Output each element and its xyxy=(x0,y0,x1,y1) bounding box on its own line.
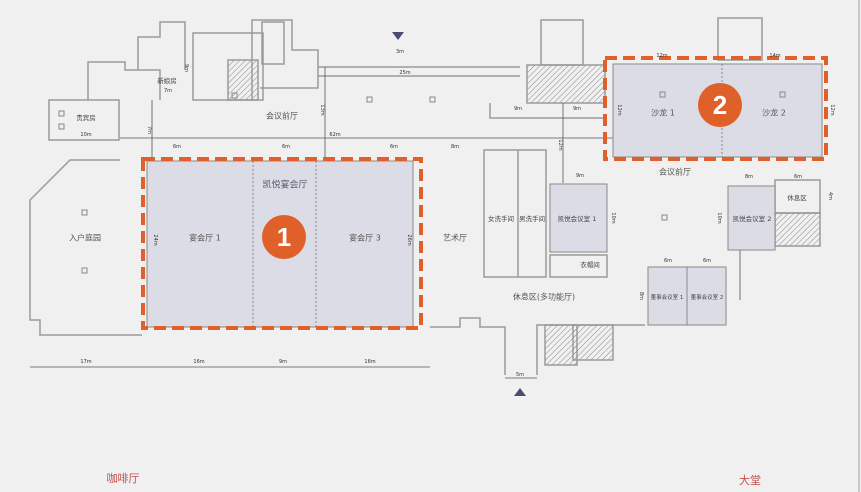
dimension-label: 62m xyxy=(329,132,341,138)
dimension-label: 6m xyxy=(702,258,712,264)
dimension-label: 10m xyxy=(610,212,616,224)
room-label-art-hall: 艺术厅 xyxy=(443,233,467,243)
dimension-label: 14m xyxy=(769,53,781,59)
dimension-label: 12m xyxy=(829,104,835,116)
dimension-label: 9m xyxy=(572,106,582,112)
room-label-womens-wc: 女洗手间 xyxy=(488,215,514,223)
dimension-label: 8m xyxy=(450,144,460,150)
column-icons xyxy=(58,91,786,274)
dimension-label: 8m xyxy=(744,174,754,180)
room-label-cloakroom: 衣帽间 xyxy=(580,261,600,269)
room-label-bridal: 新娘房 xyxy=(157,77,177,85)
room-label-meeting-1: 凯悦会议室 1 xyxy=(557,215,597,223)
highlight-salon xyxy=(603,56,828,161)
dimension-label: 9m xyxy=(513,106,523,112)
room-label-meeting-2: 凯悦会议室 2 xyxy=(732,215,772,223)
dimension-label: 9m xyxy=(575,173,585,179)
dimension-label: 26m xyxy=(406,234,412,246)
dimension-label: 6m xyxy=(663,258,673,264)
walls xyxy=(29,0,860,492)
room-label-board-2: 董事会议室 2 xyxy=(690,295,724,301)
room-label-multi-lounge: 休息区(多功能厅) xyxy=(512,292,576,302)
room-label-mens-wc: 男洗手间 xyxy=(519,215,545,223)
highlight-banquet xyxy=(141,157,423,330)
room-label-banquet-hall: 凯悦宴会厅 xyxy=(262,180,308,191)
meeting-room-2-area[interactable] xyxy=(727,185,776,251)
dimension-label: 5m xyxy=(515,372,525,378)
dimension-label: 12m xyxy=(656,53,668,59)
dimension-label: 9m xyxy=(183,63,189,73)
dimension-label: 10m xyxy=(80,132,92,138)
dimension-label: 3m xyxy=(395,49,405,55)
dimension-label: 4m xyxy=(827,191,833,201)
dimension-label: 9m xyxy=(278,359,288,365)
room-label-banquet-1: 宴会厅 1 xyxy=(189,233,221,243)
outside-label-lobby: 大堂 xyxy=(739,474,761,487)
dimension-label: 16m xyxy=(193,359,205,365)
room-label-lounge: 休息区 xyxy=(787,194,807,202)
entrance-arrow-top-icon xyxy=(392,32,404,40)
dimension-label: 12m xyxy=(616,104,622,116)
room-label-foyer-left: 会议前厅 xyxy=(266,111,298,121)
entrance-arrow-bottom-icon xyxy=(514,388,526,396)
room-label-banquet-3: 宴会厅 3 xyxy=(349,233,381,243)
dimension-label: 6m xyxy=(172,144,182,150)
dimension-label: 7m xyxy=(146,125,152,135)
area-badge-2[interactable]: 2 xyxy=(698,83,742,127)
dimension-label: 13m xyxy=(319,104,325,116)
room-label-board-1: 董事会议室 1 xyxy=(650,295,684,301)
outside-label-cafe: 咖啡厅 xyxy=(106,472,140,485)
dimension-label: 6m xyxy=(389,144,399,150)
room-label-garden: 入户庭园 xyxy=(69,233,101,243)
dimension-label: 25m xyxy=(399,70,411,76)
room-label-vip: 贵宾房 xyxy=(76,114,96,122)
room-label-foyer-right: 会议前厅 xyxy=(659,167,691,177)
dimension-label: 6m xyxy=(793,174,803,180)
dimension-label: 6m xyxy=(281,144,291,150)
dimension-label: 7m xyxy=(163,88,173,94)
dimension-label: 10m xyxy=(716,212,722,224)
area-badge-1[interactable]: 1 xyxy=(262,215,306,259)
meeting-room-1-area[interactable] xyxy=(549,183,608,253)
dimension-label: 16m xyxy=(364,359,376,365)
room-label-salon-2: 沙龙 2 xyxy=(762,108,786,118)
room-label-salon-1: 沙龙 1 xyxy=(651,108,675,118)
dimension-label: 17m xyxy=(80,359,92,365)
dimension-label: 24m xyxy=(152,234,158,246)
dimension-label: 8m xyxy=(638,291,644,301)
dimension-label: 12m xyxy=(557,139,563,151)
